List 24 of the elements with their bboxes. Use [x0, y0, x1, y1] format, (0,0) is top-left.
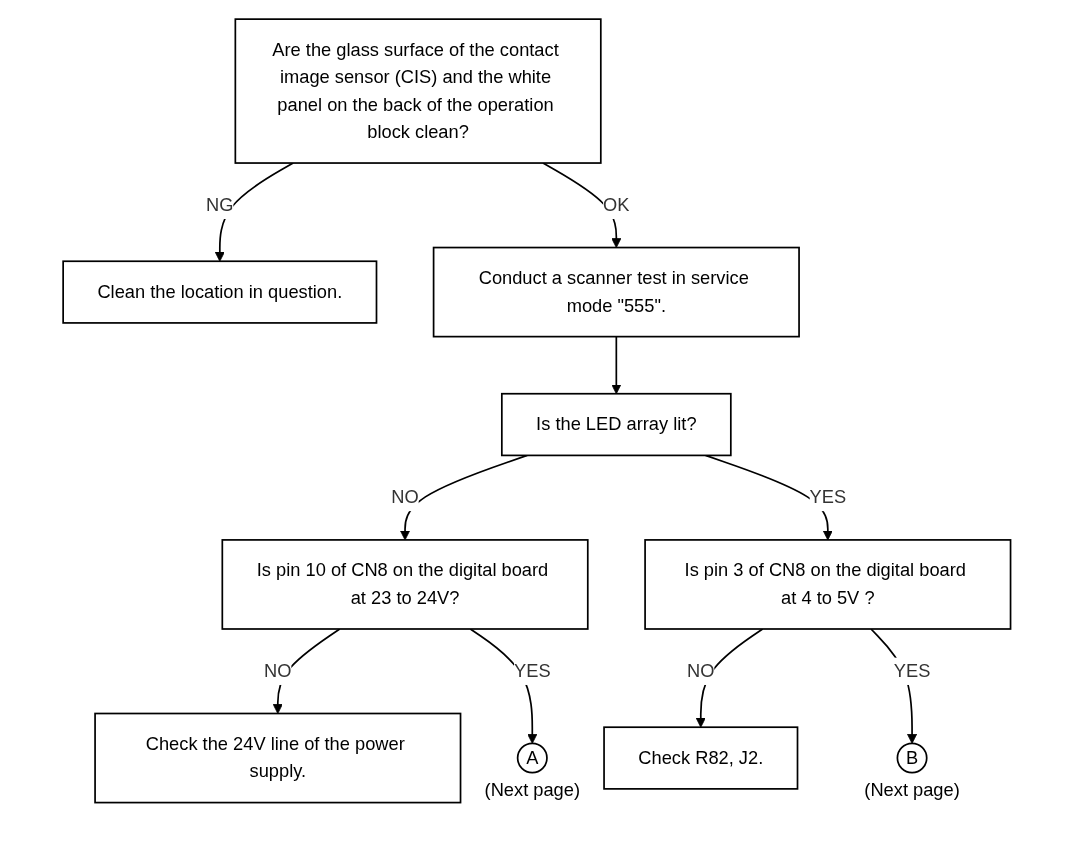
edge-label: YES — [893, 660, 930, 681]
edge-label: NO — [686, 660, 715, 681]
edge-label: YES — [513, 660, 551, 681]
arrow — [214, 162, 294, 262]
node-box: Conduct a scanner test in service mode "555". — [432, 246, 800, 338]
node-box: Check R82, J2. — [602, 726, 798, 790]
node-circle: B — [896, 742, 928, 774]
arrow — [399, 454, 528, 541]
arrow — [704, 454, 833, 541]
edge-label: NG — [205, 195, 234, 215]
edge-label: NO — [263, 660, 292, 681]
node-box: Is the LED array lit? — [500, 392, 732, 457]
node-box: Clean the location in question. — [61, 260, 377, 324]
node-box: Is pin 10 of CN8 on the digital board at 23 to 24V? — [221, 539, 589, 630]
node-box: Are the glass surface of the contact image sensor (CIS) and the white panel on the back of the operation block clean? — [234, 18, 602, 164]
node-note: (Next page) — [864, 778, 960, 800]
node-circle: A — [516, 742, 548, 774]
arrow — [610, 335, 621, 395]
edge-label: OK — [602, 195, 630, 215]
edge-label: NO — [391, 487, 419, 507]
edge-label: YES — [809, 487, 846, 507]
node-box: Check the 24V line of the power supply. — [93, 712, 462, 804]
node-note: (Next page) — [484, 778, 580, 800]
node-box: Is pin 3 of CN8 on the digital board at 4 to 5V ? — [643, 539, 1012, 630]
